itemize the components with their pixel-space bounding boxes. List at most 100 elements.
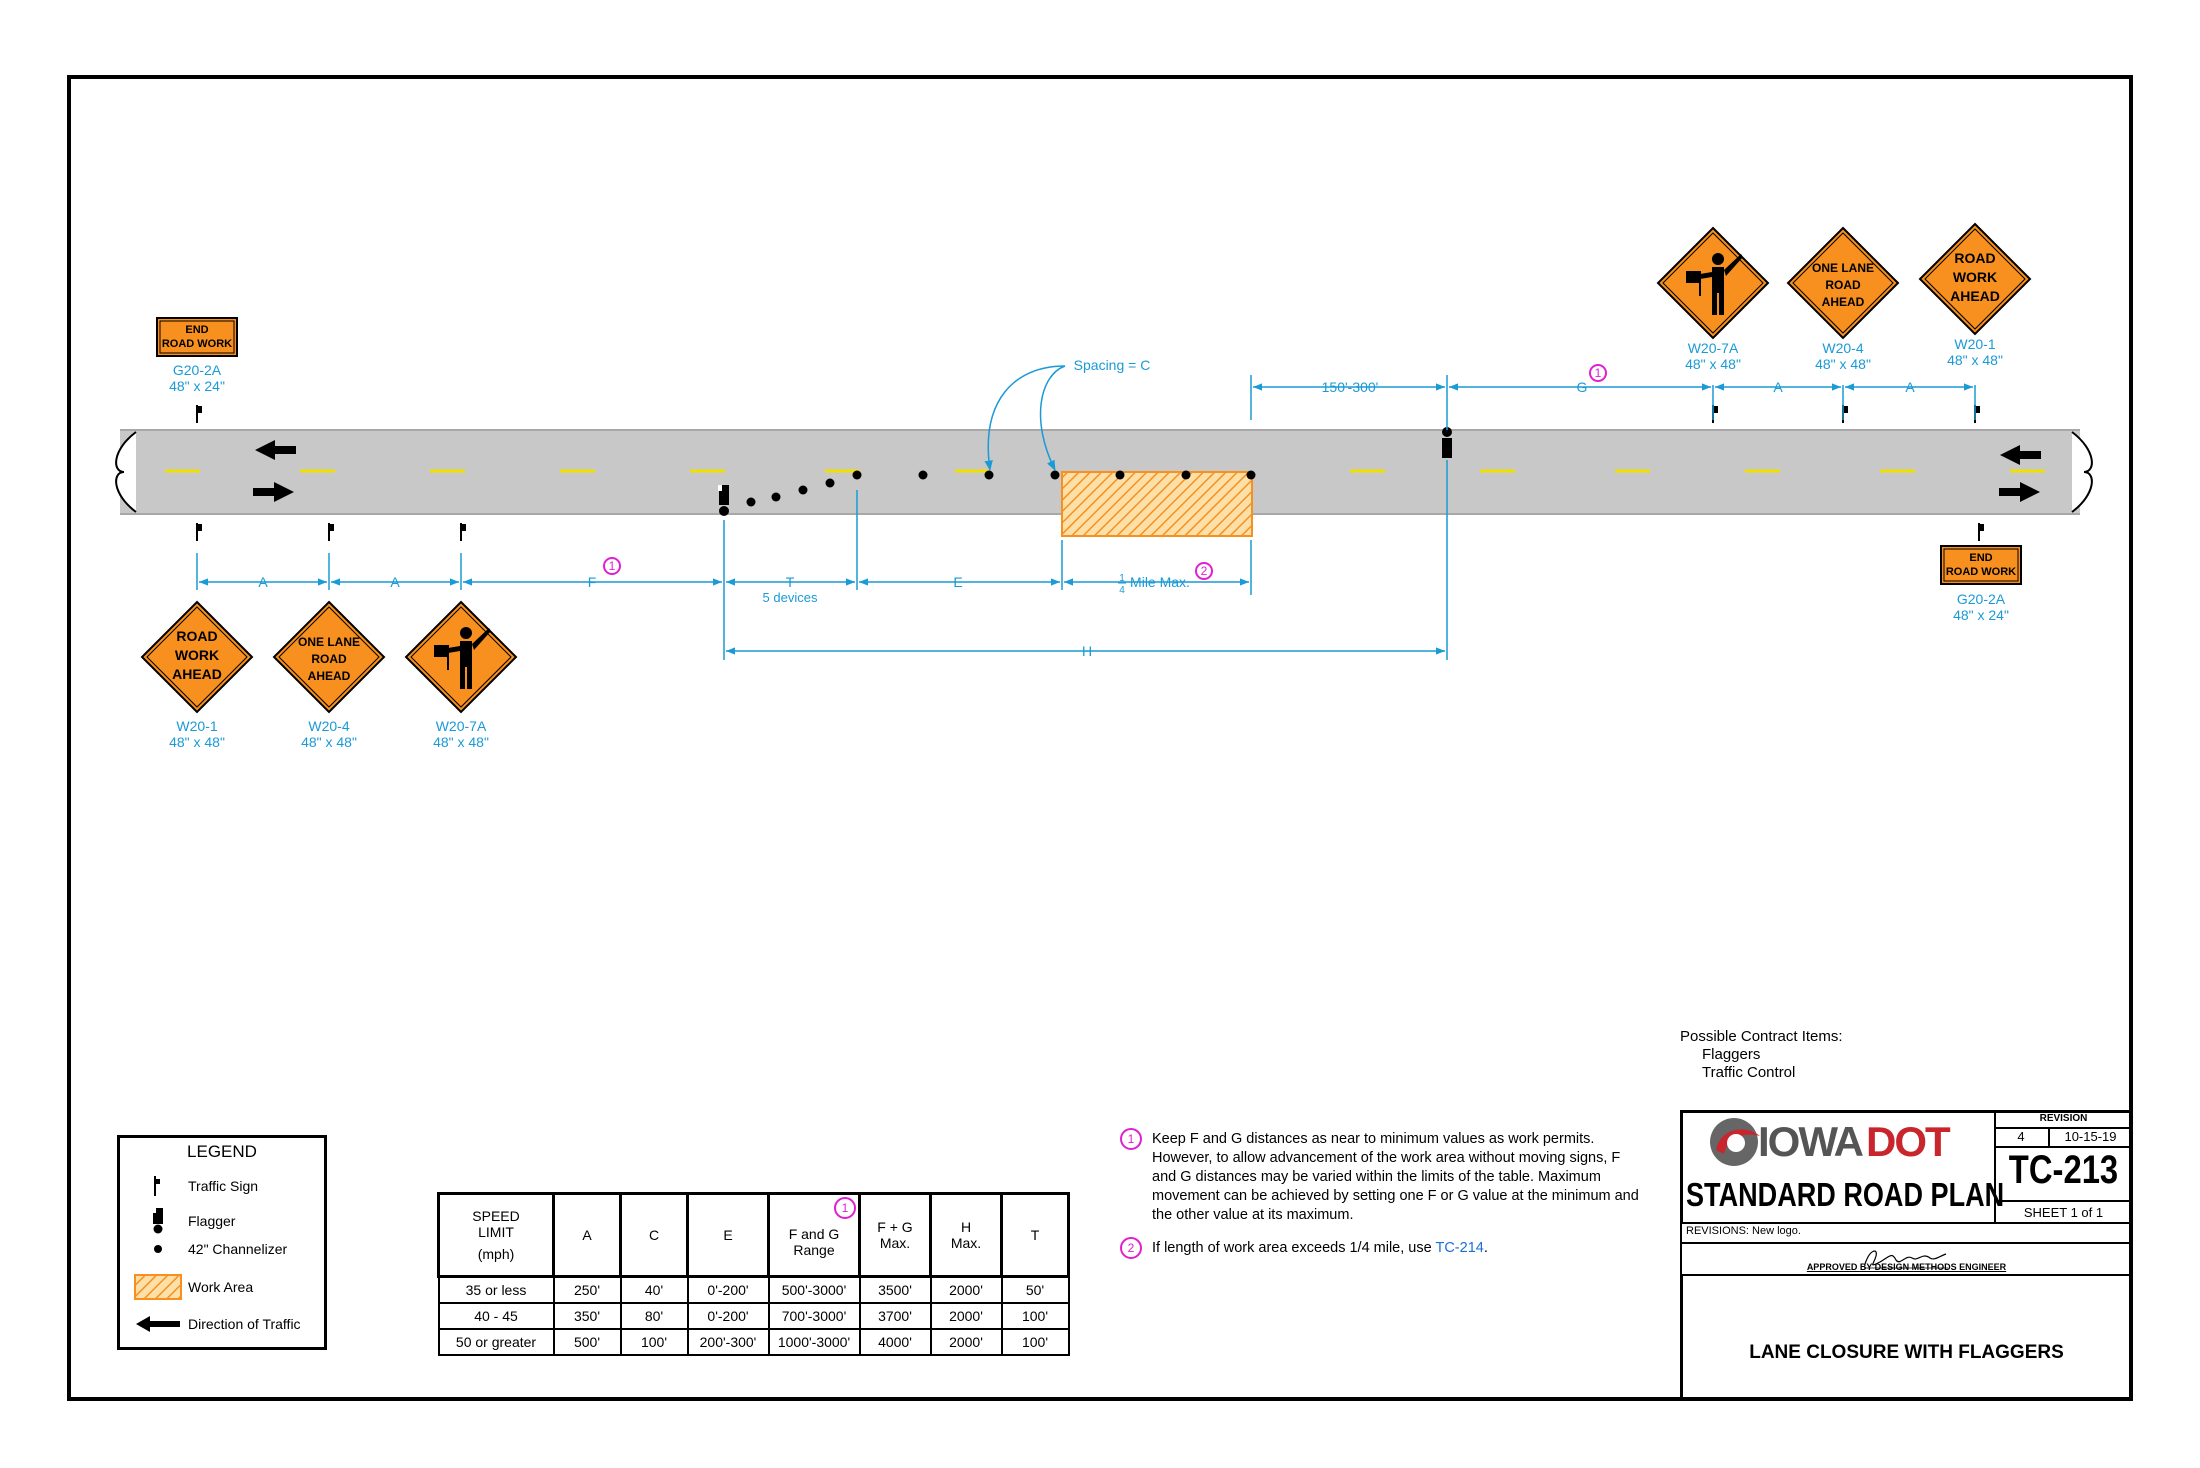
svg-text:AHEAD: AHEAD (1950, 288, 2000, 304)
dim-range: 150'-300' (1322, 379, 1379, 395)
channelizers (746, 470, 1256, 507)
svg-text:WORK: WORK (1953, 269, 1997, 285)
dim-t-sub: 5 devices (763, 590, 818, 605)
sign-road-work-ahead-top: ROAD WORK AHEAD (1918, 222, 2032, 336)
dim-spacing: Spacing = C (1074, 357, 1151, 373)
size-w20-1-bottom: 48" x 48" (169, 734, 225, 750)
flagger-symbol (1686, 253, 1743, 315)
note-1-text: Keep F and G distances as near to minimu… (1152, 1131, 1639, 1223)
size-end-right: 48" x 24" (1953, 607, 2009, 623)
th-c: C (619, 1192, 689, 1278)
code-w20-4-bottom: W20-4 (308, 718, 349, 734)
legend-item-sign: Traffic Sign (128, 1176, 258, 1196)
svg-text:END: END (185, 324, 208, 336)
sign-captions: G20-2A 48" x 24" G20-2A 48" x 24" W20-1 … (169, 336, 2009, 750)
code-end-right: G20-2A (1957, 591, 2006, 607)
note-2: 2 If length of work area exceeds 1/4 mil… (1120, 1237, 1640, 1259)
size-w20-7a-bottom: 48" x 48" (433, 734, 489, 750)
sign-one-lane-road-ahead-top: ONE LANE ROAD AHEAD (1786, 226, 1900, 340)
code-end-left: G20-2A (173, 362, 222, 378)
svg-text:AHEAD: AHEAD (1822, 295, 1865, 309)
note-marker-g: 1 (1595, 366, 1602, 380)
note-marker-quarter: 2 (1201, 564, 1208, 578)
logo-dot: DOT (1866, 1118, 1951, 1165)
flagger-symbol (434, 627, 491, 689)
sign-end-road-work-right: END ROAD WORK (1940, 545, 2022, 585)
note-2-marker: 2 (1120, 1237, 1142, 1259)
tc-214-link[interactable]: TC-214 (1435, 1240, 1484, 1256)
dim-e: E (953, 574, 962, 590)
drawing-title: LANE CLOSURE WITH FLAGGERS (1749, 1342, 2064, 1363)
th-f-and-g-range: 1 F and G Range (767, 1192, 861, 1278)
svg-text:ROAD: ROAD (176, 628, 217, 644)
logo-iowa: IOWA (1758, 1118, 1864, 1165)
sign-flagger-ahead-top (1656, 226, 1770, 340)
drawing-frame (67, 75, 2133, 1401)
table-header-row: SPEED LIMIT (mph) A C E 1 F and G Range … (437, 1192, 1070, 1278)
svg-text:WORK: WORK (175, 647, 219, 663)
revisions-text: REVISIONS: New logo. (1686, 1225, 1801, 1237)
note-marker-f: 1 (609, 559, 616, 573)
dim-t: T (786, 574, 795, 590)
legend-item-work-area: Work Area (128, 1274, 253, 1300)
work-area (1061, 471, 1253, 537)
sign-road-work-ahead-bottom: ROAD WORK AHEAD (140, 600, 254, 714)
note-2-text: If length of work area exceeds 1/4 mile,… (1152, 1240, 1432, 1256)
contract-item: Flaggers (1702, 1046, 1761, 1063)
size-w20-4-bottom: 48" x 48" (301, 734, 357, 750)
contract-items: Possible Contract Items: Flaggers Traffi… (1680, 1028, 1843, 1082)
contract-item: Traffic Control (1702, 1064, 1796, 1081)
revision-label: REVISION (1994, 1113, 2133, 1129)
legend: LEGEND Traffic Sign Flagger 42" Channeli… (117, 1135, 327, 1350)
svg-text:END: END (1969, 552, 1992, 564)
note-1: 1 Keep F and G distances as near to mini… (1120, 1128, 1640, 1225)
svg-text:AHEAD: AHEAD (172, 666, 222, 682)
plan-title: STANDARD ROAD PLAN (1686, 1176, 2005, 1213)
legend-item-flagger: Flagger (128, 1208, 235, 1234)
note-markers: 1 2 1 (603, 364, 1607, 580)
code-w20-1-bottom: W20-1 (176, 718, 217, 734)
svg-text:ONE LANE: ONE LANE (298, 635, 360, 649)
svg-text:ONE LANE: ONE LANE (1812, 261, 1874, 275)
sheet-number: SHEET 1 of 1 (1994, 1200, 2133, 1220)
svg-text:ROAD: ROAD (1825, 278, 1861, 292)
th-f-plus-g: F + G Max. (858, 1192, 932, 1278)
th-speed-limit: SPEED LIMIT (mph) (437, 1192, 555, 1278)
dimension-lines (196, 365, 1976, 660)
svg-text:ROAD: ROAD (311, 652, 347, 666)
code-w20-7a-top: W20-7A (1688, 340, 1739, 356)
plan-number: TC-213 (2008, 1148, 2119, 1192)
distance-table: SPEED LIMIT (mph) A C E 1 F and G Range … (437, 1192, 1070, 1356)
legend-item-direction: Direction of Traffic (128, 1316, 301, 1332)
code-w20-7a-bottom: W20-7A (436, 718, 487, 734)
flagger-right (1442, 427, 1452, 458)
size-w20-7a-top: 48" x 48" (1685, 356, 1741, 372)
dim-a-3: A (1773, 379, 1783, 395)
logo-swoosh-icon (1710, 1118, 1760, 1166)
dim-f: F (588, 574, 597, 590)
th-a: A (552, 1192, 622, 1278)
th-e: E (686, 1192, 770, 1278)
legend-title: LEGEND (187, 1142, 257, 1161)
sign-flagger-ahead-bottom (404, 600, 518, 714)
signature (1864, 1250, 1948, 1269)
size-w20-4-top: 48" x 48" (1815, 356, 1871, 372)
dim-quarter-num: 1 (1119, 573, 1125, 584)
iowa-dot-logo: IOWA DOT (1706, 1116, 1986, 1168)
revision-number: 4 (1994, 1129, 2050, 1147)
svg-text:AHEAD: AHEAD (308, 669, 351, 683)
dim-a-4: A (1905, 379, 1915, 395)
dim-a-2: A (390, 574, 400, 590)
size-w20-1-top: 48" x 48" (1947, 352, 2003, 368)
code-w20-4-top: W20-4 (1822, 340, 1863, 356)
dim-a-1: A (258, 574, 268, 590)
flagger-left (718, 485, 729, 516)
th-t: T (1000, 1192, 1070, 1278)
title-block: IOWA DOT STANDARD ROAD PLAN REVISION 4 1… (1680, 1110, 2133, 1401)
revision-date: 10-15-19 (2064, 1129, 2117, 1144)
code-w20-1-top: W20-1 (1954, 336, 1995, 352)
